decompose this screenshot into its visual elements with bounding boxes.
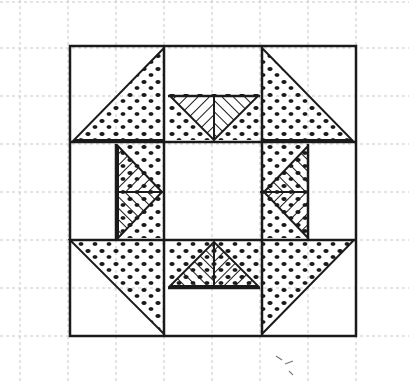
edge-block-left — [116, 144, 164, 240]
edge-block-bottom — [168, 240, 260, 288]
edge-block-right — [260, 144, 308, 240]
edge-block-top — [168, 94, 260, 140]
